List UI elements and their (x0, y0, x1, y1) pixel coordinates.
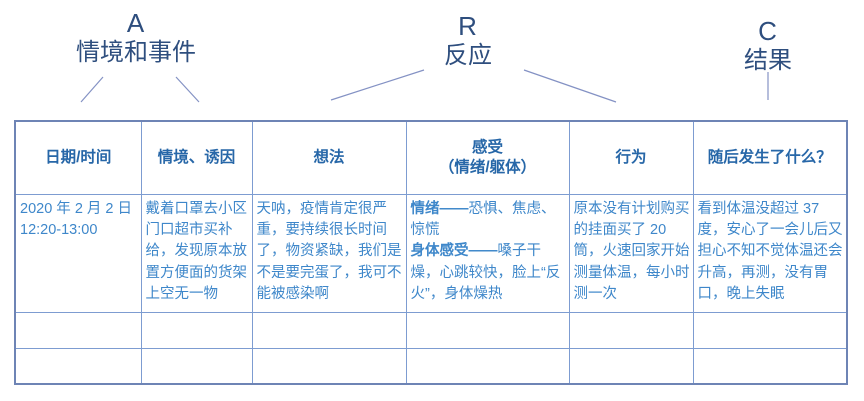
empty-diary-row (14, 311, 848, 349)
empty-cell[interactable] (251, 347, 407, 385)
empty-diary-row (14, 347, 848, 385)
annotation-c: C 结果 (668, 16, 864, 76)
annotation-a-label: 情境和事件 (76, 39, 196, 66)
empty-cell[interactable] (568, 311, 694, 349)
cell-datetime[interactable]: 2020 年 2 月 2 日 12:20-13:00 (14, 193, 142, 313)
annotation-r-label: 反应 (444, 42, 492, 69)
cell-situation[interactable]: 戴着口罩去小区门口超市买补给，发现原本放置方便面的货架上空无一物 (140, 193, 253, 313)
col-header-feelings-line1: 感受 (471, 138, 503, 156)
annotation-c-label: 结果 (744, 47, 792, 74)
cell-feelings[interactable]: 情绪——恐惧、焦虑、惊慌 身体感受——嗓子干燥，心跳较快，脸上“反火”，身体燥热 (405, 193, 570, 313)
entry-date: 2020 年 2 月 2 日 (20, 200, 133, 217)
col-header-behavior: 行为 (568, 120, 694, 195)
arc-table: 日期/时间 情境、诱因 想法 感受 （情绪/躯体） 行为 随后发生了什么？ 20… (14, 120, 848, 385)
empty-cell[interactable] (14, 347, 142, 385)
col-header-feelings: 感受 （情绪/躯体） (405, 120, 570, 195)
col-header-feelings-line2: （情绪/躯体） (438, 158, 537, 176)
empty-cell[interactable] (251, 311, 407, 349)
annotation-a: A 情境和事件 (36, 8, 236, 68)
annotation-c-letter: C (758, 16, 778, 46)
col-header-datetime: 日期/时间 (14, 120, 142, 195)
empty-cell[interactable] (405, 311, 570, 349)
col-header-aftermath: 随后发生了什么？ (692, 120, 848, 195)
feelings-body-line: 身体感受——嗓子干燥，心跳较快，脸上“反火”，身体燥热 (410, 243, 561, 303)
entry-time: 12:20-13:00 (20, 221, 98, 238)
empty-cell[interactable] (568, 347, 694, 385)
empty-cell[interactable] (140, 347, 253, 385)
empty-cell[interactable] (692, 347, 848, 385)
empty-cell[interactable] (405, 347, 570, 385)
connector-r-right (523, 69, 617, 103)
empty-cell[interactable] (140, 311, 253, 349)
col-header-thoughts: 想法 (251, 120, 407, 195)
cell-aftermath[interactable]: 看到体温没超过 37 度，安心了一会儿后又担心不知不觉体温还会升高，再测，没有胃… (692, 193, 848, 313)
cell-behavior[interactable]: 原本没有计划购买的挂面买了 20 筒，火速回家开始测量体温，每小时测一次 (568, 193, 694, 313)
connector-a-left (80, 76, 104, 103)
empty-cell[interactable] (14, 311, 142, 349)
empty-cell[interactable] (692, 311, 848, 349)
connector-r-left (330, 69, 425, 101)
table-header-row: 日期/时间 情境、诱因 想法 感受 （情绪/躯体） 行为 随后发生了什么？ (14, 120, 848, 195)
feelings-emotion-line: 情绪——恐惧、焦虑、惊慌 (410, 200, 556, 238)
annotation-r-letter: R (458, 11, 478, 41)
col-header-situation: 情境、诱因 (140, 120, 253, 195)
annotation-a-letter: A (126, 8, 146, 38)
connector-a-right (175, 76, 200, 103)
annotation-r: R 反应 (368, 11, 568, 71)
diary-entry-row: 2020 年 2 月 2 日 12:20-13:00 戴着口罩去小区门口超市买补… (14, 193, 848, 313)
cell-thoughts[interactable]: 天呐，疫情肯定很严重，要持续很长时间了，物资紧缺，我们是不是要完蛋了，我可不能被… (251, 193, 407, 313)
